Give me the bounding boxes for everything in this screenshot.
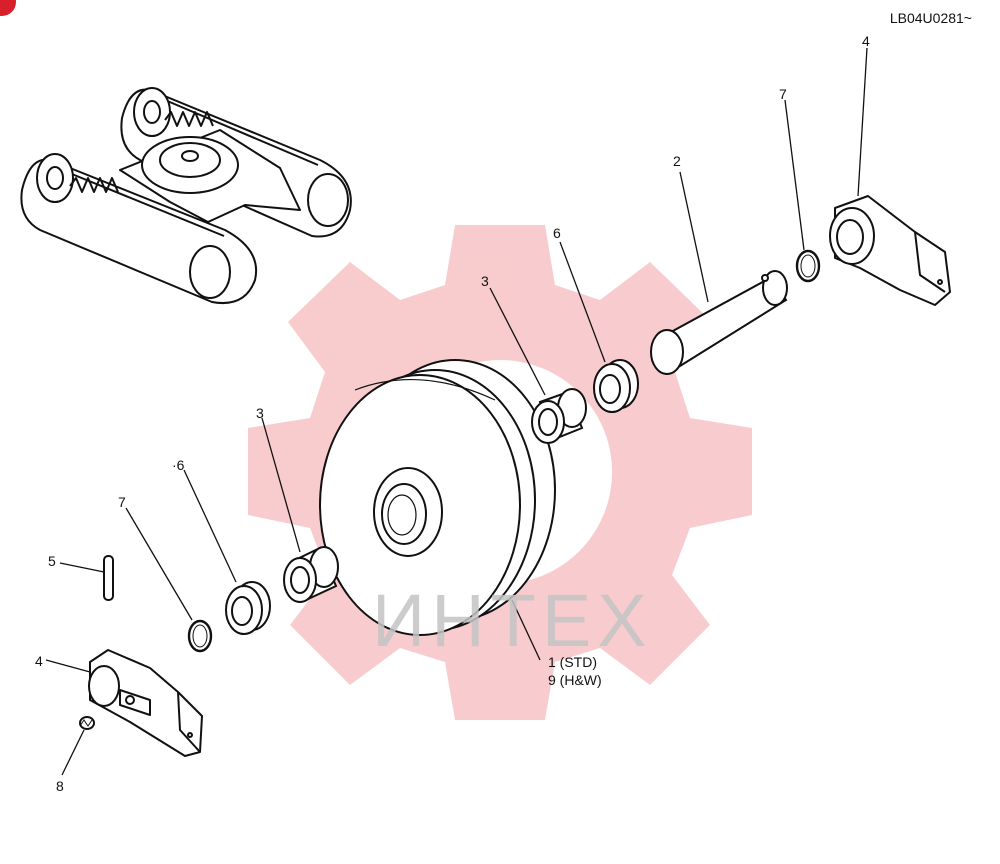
- leader-3-lower: [261, 417, 301, 553]
- callout-5: 5: [48, 553, 56, 569]
- callout-7-upper: 7: [779, 86, 787, 102]
- leader-7-upper: [784, 99, 805, 251]
- track-frame-assembly-illustration: [20, 87, 352, 304]
- leader-8: [61, 729, 85, 776]
- bracket-part-4-lower: [88, 649, 203, 757]
- bushing-part-3-lower: [283, 546, 339, 603]
- leader-2: [679, 171, 709, 303]
- seal-part-6-upper: [593, 359, 639, 413]
- seal-part-6-lower: [225, 581, 271, 635]
- callout-2: 2: [673, 153, 681, 169]
- leader-4-lower: [45, 659, 91, 673]
- plug-part-8: [79, 716, 95, 730]
- watermark-text: ИНТЕХ: [372, 579, 653, 662]
- leader-4-upper: [857, 47, 868, 197]
- leader-lines: [45, 47, 868, 776]
- shaft-part-2: [650, 270, 788, 375]
- callout-7-lower: 7: [118, 494, 126, 510]
- callout-4-upper: 4: [862, 33, 870, 49]
- callout-3-lower: 3: [256, 405, 264, 421]
- idler-wheel-part-1: [319, 359, 556, 636]
- o-ring-part-7-upper: [795, 249, 821, 283]
- pin-part-5: [103, 555, 114, 601]
- leader-5: [59, 562, 105, 573]
- bushing-part-3-upper: [531, 388, 587, 444]
- leader-1: [511, 599, 541, 661]
- leader-6-lower: [183, 469, 237, 583]
- callout-8: 8: [56, 778, 64, 794]
- callout-9: 9 (H&W): [548, 672, 602, 688]
- bracket-part-4-upper: [829, 195, 951, 306]
- callout-1: 1 (STD): [548, 654, 597, 670]
- callout-4-lower: 4: [35, 653, 43, 669]
- callout-6-lower: ·6: [172, 457, 185, 473]
- leader-6-upper: [559, 241, 606, 363]
- drawing-code: LB04U0281~: [889, 10, 972, 26]
- leader-3-upper: [489, 287, 546, 396]
- callout-6-upper: 6: [553, 225, 561, 241]
- leader-7-lower: [125, 507, 193, 621]
- callout-3-upper: 3: [481, 273, 489, 289]
- o-ring-part-7-lower: [187, 619, 213, 653]
